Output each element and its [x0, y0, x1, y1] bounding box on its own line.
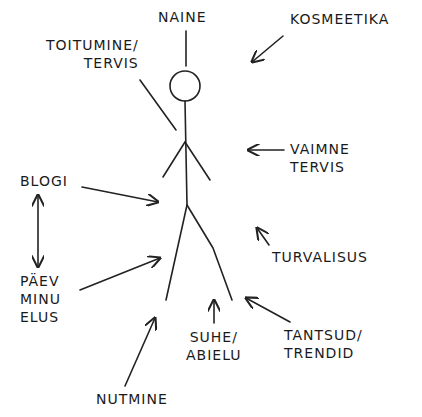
leader-arrow [257, 228, 269, 245]
topic-label: PÄEV MINU ELUS [20, 272, 61, 326]
figure-leg [187, 205, 232, 300]
topic-text: NAINE [158, 8, 207, 26]
figure-body [185, 101, 187, 205]
leader-arrow [252, 36, 283, 62]
figure-arm [163, 142, 185, 177]
topic-label: NUTMINE [96, 390, 168, 408]
leader-arrow [246, 298, 290, 322]
topic-label: SUHE/ ABIELU [186, 328, 242, 364]
leader-arrow [213, 300, 215, 323]
topic-label: KOSMEETIKA [290, 10, 389, 28]
topic-label: VAIMNE TERVIS [290, 140, 350, 176]
leader-line [140, 80, 176, 130]
figure-arm [185, 142, 210, 180]
figure-head [170, 71, 200, 101]
topic-text: VAIMNE TERVIS [290, 140, 350, 176]
topic-text: BLOGI [20, 172, 68, 190]
topic-text: NUTMINE [96, 390, 168, 408]
leader-line [185, 31, 187, 66]
topic-label: NAINE [158, 8, 207, 26]
topic-text: TURVALISUS [272, 248, 368, 266]
topic-text: TOITUMINE/ TERVIS [46, 36, 139, 72]
leader-arrow [248, 149, 284, 151]
leader-arrow [82, 187, 158, 202]
topic-text: SUHE/ ABIELU [186, 328, 242, 364]
leader-arrow [80, 258, 160, 290]
topic-text: PÄEV MINU ELUS [20, 272, 61, 326]
topic-text: KOSMEETIKA [290, 10, 389, 28]
connector-arrow [37, 195, 39, 267]
leader-arrow [125, 318, 155, 386]
topic-label: TANTSUD/ TRENDID [284, 326, 363, 362]
topic-label: BLOGI [20, 172, 68, 190]
topic-label: TURVALISUS [272, 248, 368, 266]
topic-label: TOITUMINE/ TERVIS [46, 36, 139, 72]
figure-leg [166, 205, 187, 300]
topic-text: TANTSUD/ TRENDID [284, 326, 363, 362]
